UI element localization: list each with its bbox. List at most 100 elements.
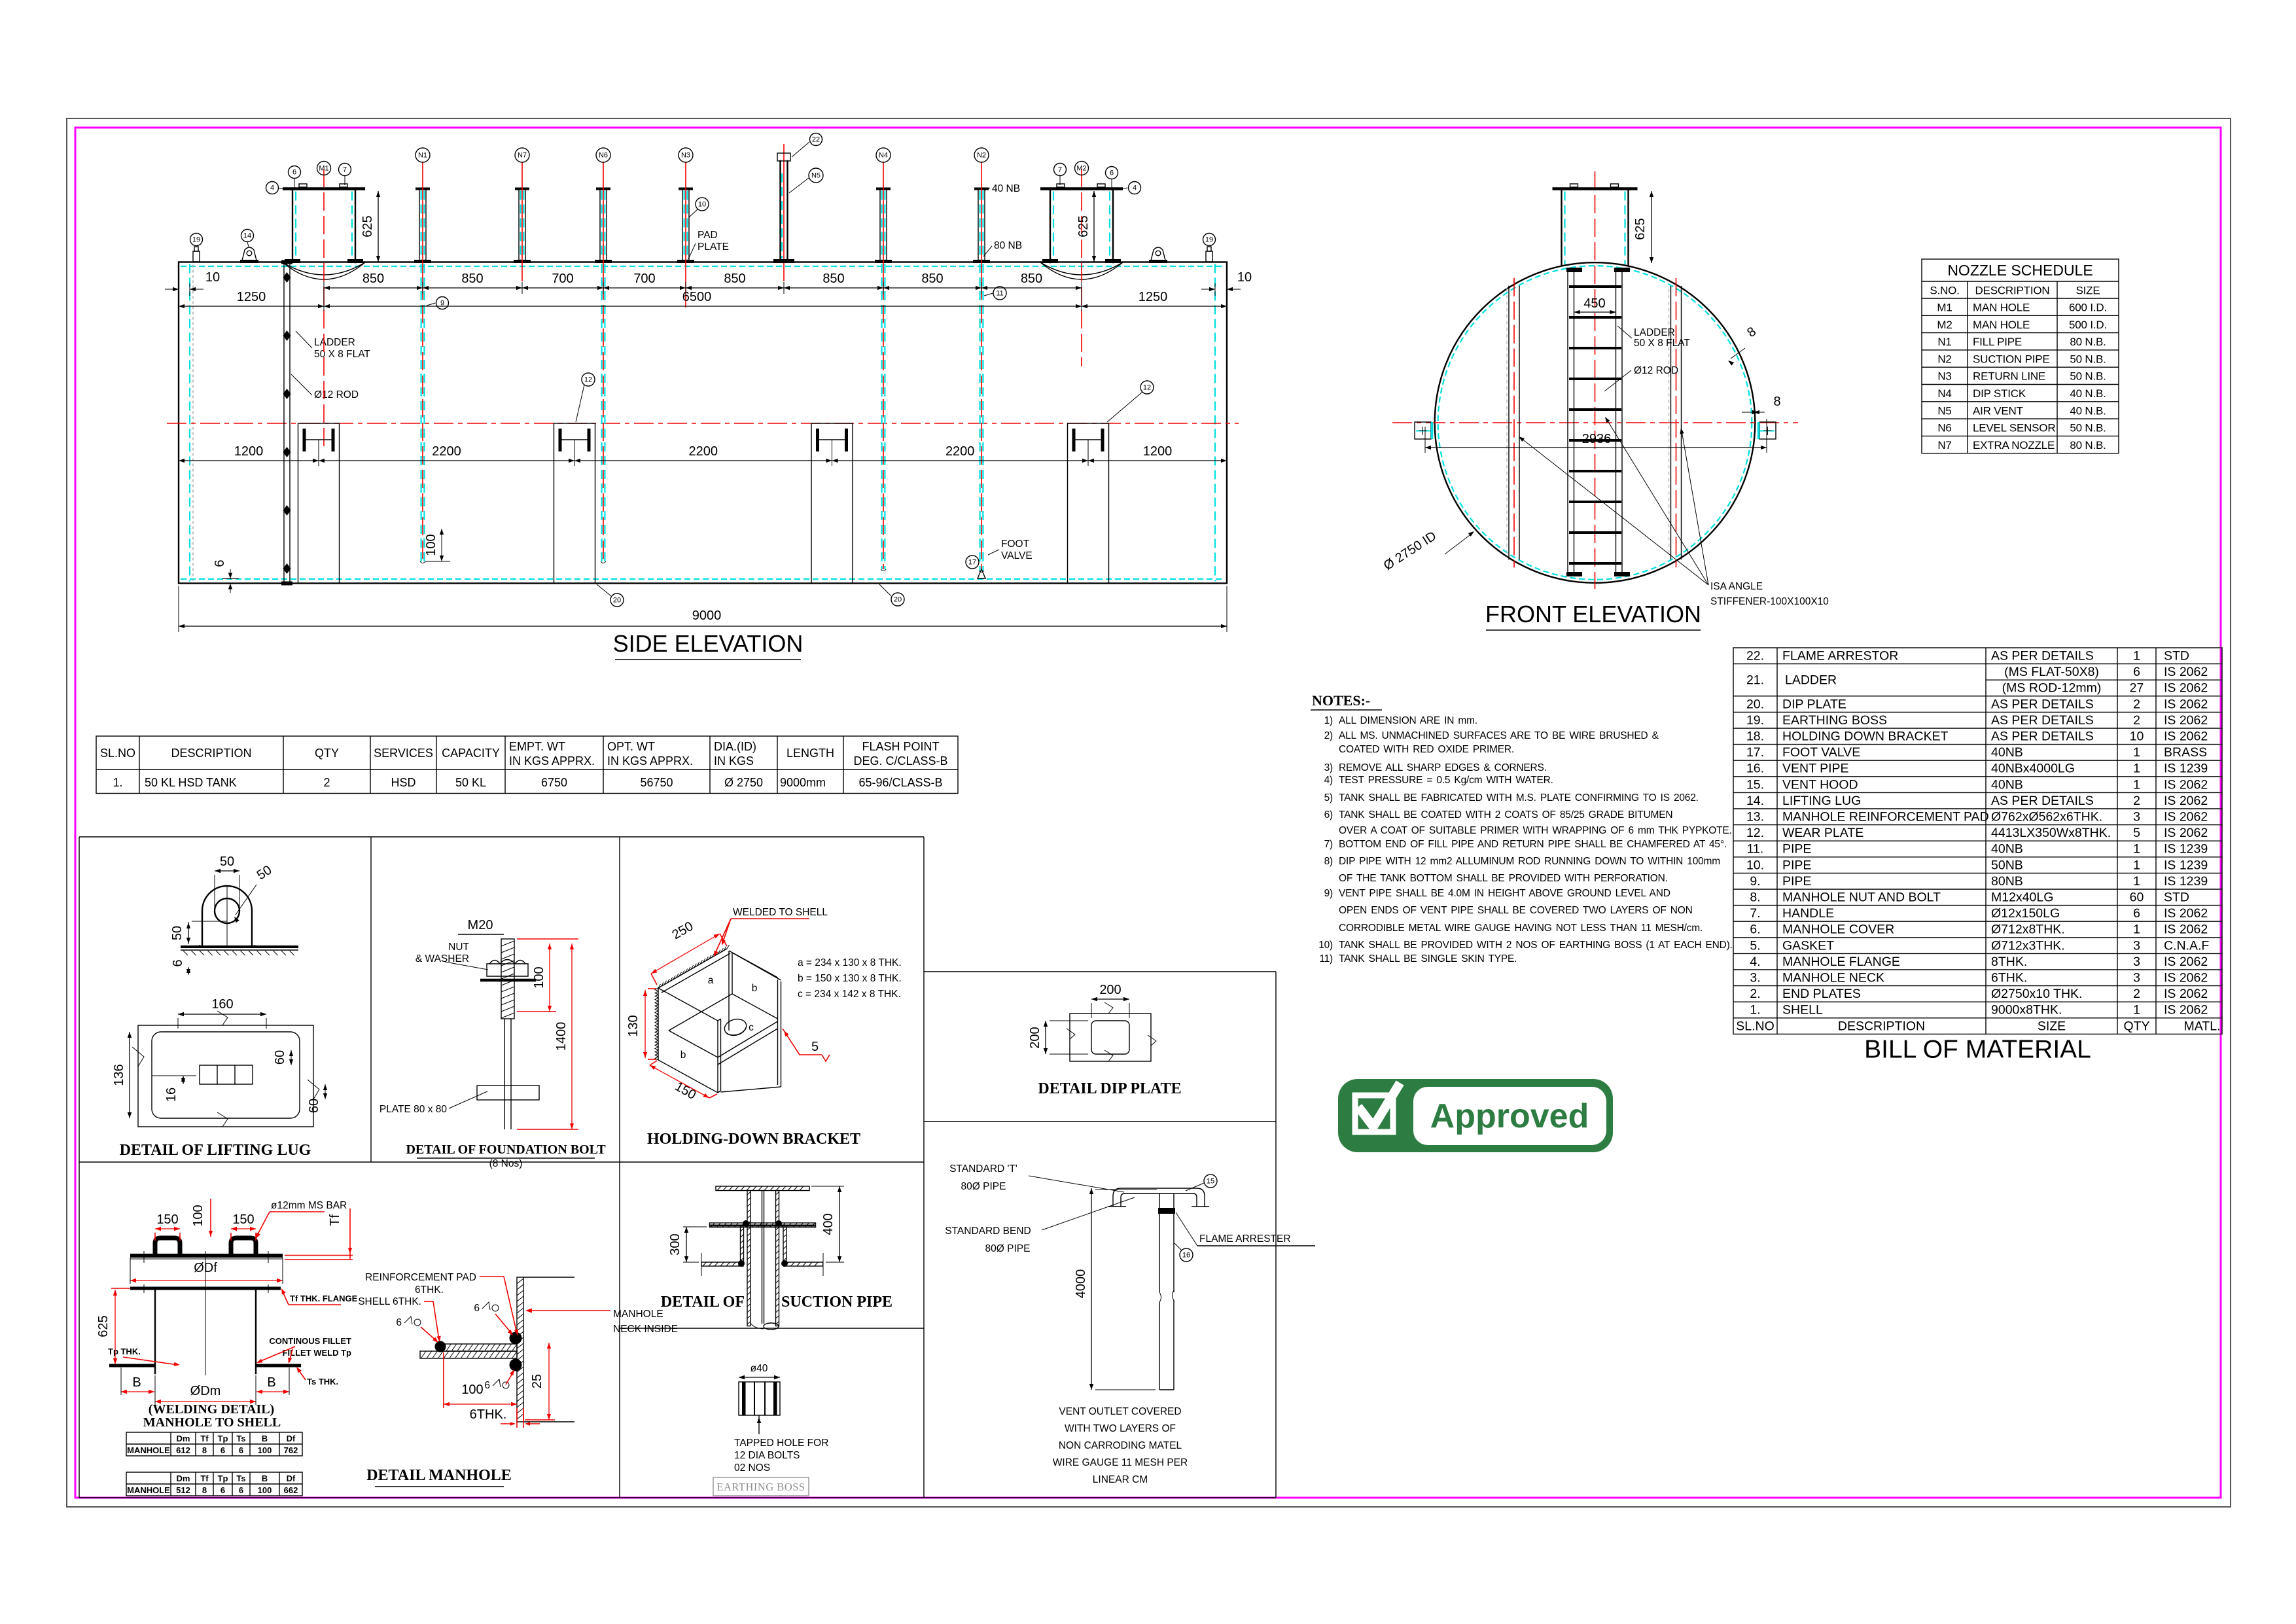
- svg-text:IS 1239: IS 1239: [2164, 874, 2208, 889]
- svg-text:25: 25: [530, 1374, 544, 1388]
- svg-text:625: 625: [1076, 215, 1091, 237]
- svg-text:16.: 16.: [1746, 762, 1764, 776]
- svg-text:60: 60: [307, 1099, 321, 1113]
- svg-text:8: 8: [1773, 395, 1780, 409]
- svg-text:56750: 56750: [640, 776, 673, 789]
- svg-text:M12x40LG: M12x40LG: [1991, 891, 2053, 905]
- svg-text:BILL OF MATERIAL: BILL OF MATERIAL: [1864, 1035, 2091, 1063]
- svg-text:9: 9: [440, 300, 444, 308]
- svg-text:B: B: [267, 1375, 275, 1390]
- svg-text:(8 Nos): (8 Nos): [489, 1158, 523, 1169]
- svg-text:27: 27: [2130, 681, 2144, 696]
- svg-text:SIDE ELEVATION: SIDE ELEVATION: [613, 630, 804, 657]
- svg-text:b = 150 x 130 x 8 THK.: b = 150 x 130 x 8 THK.: [798, 973, 902, 984]
- svg-text:LINEAR CM: LINEAR CM: [1093, 1474, 1148, 1485]
- svg-text:NUT: NUT: [448, 942, 469, 953]
- svg-text:Dm: Dm: [177, 1434, 190, 1443]
- svg-text:16: 16: [1182, 1252, 1190, 1260]
- svg-text:BOTTOM END OF FILL PIPE AND RE: BOTTOM END OF FILL PIPE AND RETURN PIPE …: [1339, 839, 1727, 850]
- svg-text:N4: N4: [1937, 387, 1951, 400]
- svg-text:Ø2750x10 THK.: Ø2750x10 THK.: [1991, 987, 2082, 1001]
- svg-text:LADDER: LADDER: [1634, 327, 1675, 338]
- svg-text:2: 2: [2133, 794, 2140, 808]
- svg-text:50 KL HSD TANK: 50 KL HSD TANK: [145, 776, 237, 789]
- svg-text:50 KL: 50 KL: [455, 776, 486, 789]
- svg-text:TEST PRESSURE = 0.5 Kg/cm W: TEST PRESSURE = 0.5 Kg/cm WITH WATER.: [1339, 775, 1553, 786]
- svg-text:5: 5: [811, 1040, 819, 1054]
- svg-text:40NB: 40NB: [1991, 842, 2023, 856]
- svg-text:Ts THK.: Ts THK.: [307, 1377, 338, 1386]
- svg-text:PIPE: PIPE: [1782, 842, 1811, 856]
- svg-text:ALL DIMENSION ARE IN mm.: ALL DIMENSION ARE IN mm.: [1339, 715, 1477, 726]
- svg-text:22.: 22.: [1746, 649, 1764, 663]
- svg-text:12 DIA BOLTS: 12 DIA BOLTS: [734, 1450, 800, 1461]
- svg-text:END PLATES: END PLATES: [1782, 987, 1861, 1001]
- svg-text:6: 6: [213, 559, 227, 567]
- svg-text:IS 2062: IS 2062: [2164, 971, 2208, 985]
- svg-text:4.: 4.: [1750, 955, 1760, 969]
- svg-text:CORRODIBLE METAL WIRE GAUGE HA: CORRODIBLE METAL WIRE GAUGE HAVING NOT L…: [1339, 923, 1703, 934]
- svg-text:MANHOLE REINFORCEMENT PAD: MANHOLE REINFORCEMENT PAD: [1782, 810, 1989, 824]
- svg-text:VENT HOOD: VENT HOOD: [1782, 777, 1858, 792]
- svg-text:EXTRA NOZZLE: EXTRA NOZZLE: [1973, 439, 2055, 451]
- svg-text:6THK.: 6THK.: [1991, 971, 2027, 985]
- svg-text:IN KGS APPRX.: IN KGS APPRX.: [607, 754, 693, 768]
- svg-text:Ø712x3THK.: Ø712x3THK.: [1991, 938, 2065, 953]
- svg-text:B: B: [132, 1375, 141, 1390]
- svg-text:FOOT VALVE: FOOT VALVE: [1782, 745, 1860, 760]
- svg-text:VENT PIPE SHALL BE 4.0M IN HEI: VENT PIPE SHALL BE 4.0M IN HEIGHT ABOVE …: [1339, 888, 1670, 899]
- svg-text:80 NB: 80 NB: [994, 240, 1022, 251]
- svg-text:80Ø PIPE: 80Ø PIPE: [985, 1243, 1031, 1254]
- svg-text:3: 3: [2133, 938, 2140, 953]
- svg-text:2: 2: [323, 776, 330, 789]
- svg-text:QTY: QTY: [2123, 1019, 2149, 1033]
- svg-text:N1: N1: [1937, 336, 1951, 348]
- svg-text:50 X 8 FLAT: 50 X 8 FLAT: [314, 349, 370, 360]
- svg-text:TANK SHALL BE PROVIDED WITH 2: TANK SHALL BE PROVIDED WITH 2 NOS OF EAR…: [1339, 940, 1733, 951]
- svg-text:LEVEL SENSOR: LEVEL SENSOR: [1973, 422, 2055, 434]
- svg-text:M1: M1: [1937, 302, 1952, 314]
- svg-text:40 N.B.: 40 N.B.: [2070, 387, 2106, 400]
- svg-text:OPEN ENDS OF VENT PIPE SHALL B: OPEN ENDS OF VENT PIPE SHALL BE COVERED …: [1339, 905, 1693, 916]
- svg-text:1: 1: [2133, 649, 2140, 663]
- svg-text:662: 662: [284, 1485, 298, 1495]
- svg-text:DIP PLATE: DIP PLATE: [1782, 697, 1846, 711]
- svg-text:200: 200: [1028, 1027, 1042, 1048]
- svg-text:IS 2062: IS 2062: [2164, 810, 2208, 824]
- svg-text:Tp THK.: Tp THK.: [108, 1347, 141, 1356]
- svg-text:20: 20: [894, 596, 902, 604]
- svg-text:50 X 8 FLAT: 50 X 8 FLAT: [1634, 338, 1690, 349]
- svg-text:DESCRIPTION: DESCRIPTION: [171, 747, 251, 760]
- svg-text:Ts: Ts: [236, 1434, 245, 1443]
- svg-text:65-96/CLASS-B: 65-96/CLASS-B: [858, 776, 942, 789]
- svg-text:10: 10: [1237, 270, 1252, 285]
- svg-text:NOZZLE SCHEDULE: NOZZLE SCHEDULE: [1947, 262, 2093, 279]
- svg-text:762: 762: [284, 1445, 298, 1455]
- svg-text:2200: 2200: [432, 444, 461, 459]
- svg-text:100: 100: [191, 1205, 205, 1226]
- svg-text:19: 19: [1205, 236, 1213, 244]
- svg-text:6: 6: [221, 1445, 225, 1455]
- svg-text:IS 2062: IS 2062: [2164, 794, 2208, 808]
- svg-text:IS 2062: IS 2062: [2164, 987, 2208, 1001]
- svg-text:50NB: 50NB: [1991, 858, 2023, 872]
- svg-text:IS 2062: IS 2062: [2164, 665, 2208, 679]
- svg-text:80 N.B.: 80 N.B.: [2070, 336, 2106, 348]
- svg-text:MANHOLE FLANGE: MANHOLE FLANGE: [1782, 955, 1900, 969]
- svg-text:1: 1: [2133, 858, 2140, 872]
- svg-text:150: 150: [232, 1212, 254, 1227]
- svg-text:CONTINOUS FILLET: CONTINOUS FILLET: [269, 1336, 351, 1346]
- svg-text:21.: 21.: [1746, 673, 1764, 687]
- svg-text:DESCRIPTION: DESCRIPTION: [1838, 1019, 1925, 1033]
- svg-text:3.: 3.: [1750, 971, 1760, 985]
- svg-text:PIPE: PIPE: [1782, 858, 1811, 872]
- svg-text:& WASHER: & WASHER: [415, 953, 469, 964]
- svg-text:N6: N6: [599, 151, 608, 159]
- svg-text:80Ø PIPE: 80Ø PIPE: [961, 1181, 1006, 1192]
- svg-text:b: b: [680, 1050, 686, 1061]
- svg-text:625: 625: [96, 1315, 111, 1337]
- svg-text:11): 11): [1319, 953, 1333, 964]
- svg-text:9000x8THK.: 9000x8THK.: [1991, 1003, 2062, 1017]
- svg-text:IS 1239: IS 1239: [2164, 858, 2208, 872]
- svg-text:MANHOLE TO SHELL: MANHOLE TO SHELL: [143, 1415, 281, 1430]
